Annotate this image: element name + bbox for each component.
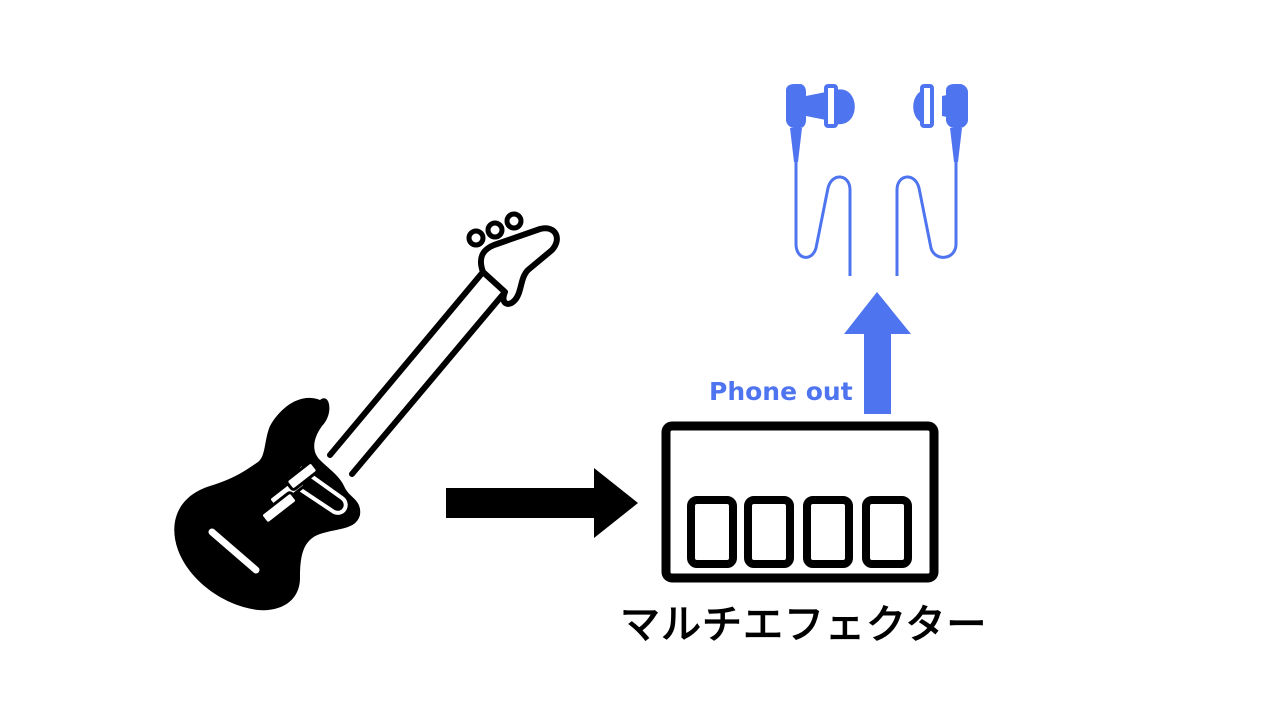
signal-arrow-right — [446, 468, 638, 538]
phone-out-arrow-up — [844, 292, 911, 414]
multi-effects-unit-icon — [661, 421, 939, 583]
earphones-icon — [786, 84, 968, 276]
phone-out-label: Phone out — [709, 377, 853, 406]
multi-effects-label: マルチエフェクター — [620, 602, 988, 648]
bass-guitar-icon — [174, 211, 560, 611]
